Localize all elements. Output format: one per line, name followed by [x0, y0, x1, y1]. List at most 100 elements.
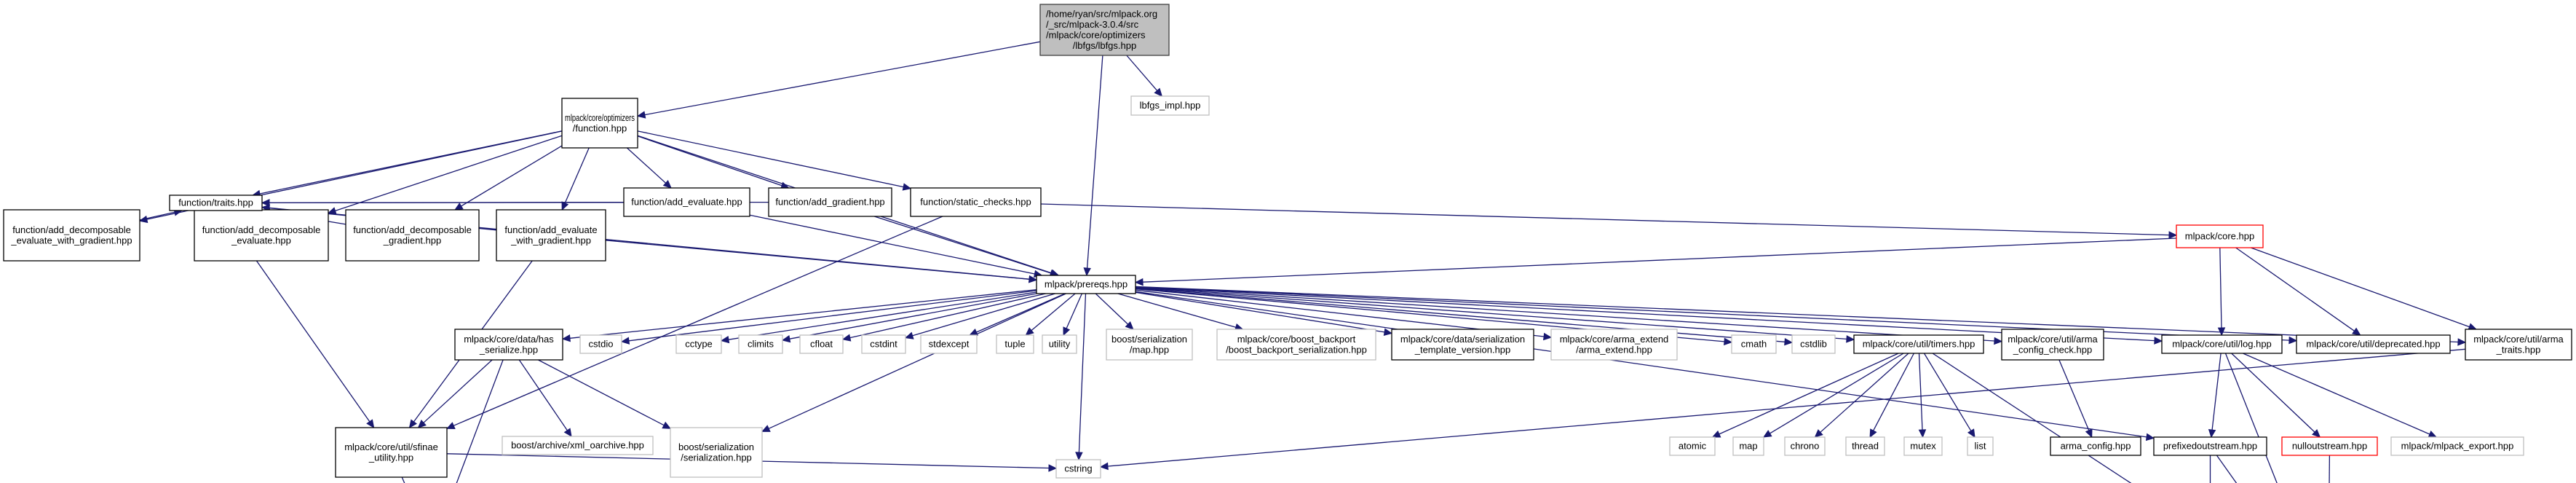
- node-deprecated[interactable]: mlpack/core/util/deprecated.hpp: [2296, 334, 2451, 354]
- node-add-dec-eval-grad[interactable]: function/add_decomposable_evaluate_with_…: [3, 209, 140, 262]
- node-arma-traits[interactable]: mlpack/core/util/arma_traits.hpp: [2465, 329, 2572, 361]
- node-label: _with_gradient.hpp: [510, 235, 591, 246]
- node-box: [1731, 334, 1777, 354]
- node-label: mlpack/core/util/arma: [2008, 334, 2098, 345]
- edge-timers-to-mutex: [1918, 353, 1923, 431]
- node-prefixedoutstream[interactable]: prefixedoutstream.hpp: [2153, 436, 2267, 456]
- node-box: [1039, 4, 1170, 56]
- node-log[interactable]: mlpack/core/util/log.hpp: [2161, 334, 2283, 354]
- node-arma-config-check[interactable]: mlpack/core/util/arma_config_check.hpp: [2001, 329, 2104, 361]
- arrowhead-icon: [453, 203, 464, 211]
- node-label: _gradient.hpp: [383, 235, 442, 246]
- arrowhead-icon: [720, 335, 730, 344]
- edge-sfinae-to-type_traits: [401, 476, 405, 483]
- edge-log-to-mlpack_export: [2243, 353, 2430, 435]
- edge-function-to-add_grad: [637, 136, 782, 186]
- edge-prereqs-to-ser_tmpl_ver: [1135, 291, 1385, 333]
- node-prereqs[interactable]: mlpack/prereqs.hpp: [1036, 275, 1136, 294]
- node-label: _template_version.hpp: [1414, 344, 1511, 355]
- edge-timers-to-chrono: [1820, 353, 1909, 433]
- node-label: mlpack/core/optimizers: [565, 112, 635, 123]
- node-static-checks[interactable]: function/static_checks.hpp: [910, 187, 1042, 217]
- edge-timers-to-thread: [1873, 353, 1914, 431]
- edge-has_serialize-to-boost_serialization: [538, 359, 665, 426]
- node-thread: thread: [1845, 436, 1885, 456]
- node-label: /_src/mlpack-3.0.4/src: [1046, 19, 1139, 30]
- node-sfinae[interactable]: mlpack/core/util/sfinae_utility.hpp: [335, 427, 448, 478]
- arrowhead-icon: [2288, 336, 2298, 345]
- arrowhead-icon: [563, 428, 572, 437]
- node-traits[interactable]: function/traits.hpp: [169, 195, 263, 211]
- node-box: [1784, 436, 1826, 456]
- node-box: [335, 427, 448, 478]
- edge-prereqs-to-stdexcept: [976, 293, 1066, 333]
- edge-function-to-traits: [259, 130, 563, 195]
- node-box: [1845, 436, 1885, 456]
- node-box: [1130, 95, 1210, 116]
- node-has-serialize[interactable]: mlpack/core/data/has_serialize.hpp: [454, 329, 563, 361]
- node-label: /serialization.hpp: [681, 452, 752, 463]
- edge-core-to-log: [2219, 247, 2222, 329]
- node-box: [454, 329, 563, 361]
- node-label: _config_check.hpp: [2013, 344, 2092, 355]
- node-label: tuple: [1004, 339, 1025, 350]
- edge-function-to-add_eval_grad: [564, 147, 590, 204]
- edge-static_checks-to-sfinae: [453, 216, 943, 426]
- arrowhead-icon: [620, 337, 630, 345]
- edge-prereqs-to-arma_config_check: [1135, 287, 1995, 342]
- node-label: stdexcept: [929, 339, 970, 350]
- edge-static_checks-to-core: [1040, 203, 2170, 236]
- edge-add_eval-to-prereqs: [749, 214, 1035, 275]
- arrowhead-icon: [662, 421, 672, 429]
- node-boost-backport: mlpack/core/boost_backport/boost_backpor…: [1216, 329, 1376, 361]
- node-nulloutstream[interactable]: nulloutstream.hpp: [2281, 436, 2378, 456]
- node-label: /function.hpp: [573, 122, 627, 133]
- edge-timers-to-string: [1932, 353, 2132, 483]
- arrowhead-icon: [1383, 328, 1393, 336]
- edge-root-to-lbfgs_impl: [1126, 55, 1158, 91]
- edge-prereqs-to-boost_map: [1095, 293, 1129, 325]
- node-core[interactable]: mlpack/core.hpp: [2176, 224, 2264, 248]
- edge-core-to-deprecated: [2235, 247, 2355, 331]
- node-box: [920, 334, 978, 354]
- node-cstdint: cstdint: [861, 334, 906, 354]
- node-box: [670, 427, 763, 478]
- arrowhead-icon: [1784, 337, 1794, 346]
- arrowhead-icon: [2208, 429, 2216, 439]
- node-add-grad[interactable]: function/add_gradient.hpp: [768, 187, 892, 217]
- node-lbfgs-impl: lbfgs_impl.hpp: [1130, 95, 1210, 116]
- arrowhead-icon: [1814, 429, 1823, 438]
- node-box: [1853, 334, 1984, 354]
- node-label: _evaluate_with_gradient.hpp: [10, 235, 132, 246]
- node-box: [169, 195, 263, 211]
- node-arma-extend: mlpack/core/arma_extend/arma_extend.hpp: [1550, 329, 1678, 361]
- node-label: mlpack/core/util/timers.hpp: [1863, 339, 1975, 350]
- node-add-eval-grad[interactable]: function/add_evaluate_with_gradient.hpp: [496, 209, 606, 262]
- node-timers[interactable]: mlpack/core/util/timers.hpp: [1853, 334, 1984, 354]
- node-function[interactable]: mlpack/core/optimizers/function.hpp: [561, 98, 638, 149]
- node-ser-tmpl-ver[interactable]: mlpack/core/data/serialization_template_…: [1391, 329, 1534, 361]
- arrowhead-icon: [1724, 337, 1733, 346]
- arrowhead-icon: [1846, 335, 1855, 343]
- node-add-eval[interactable]: function/add_evaluate.hpp: [623, 187, 750, 217]
- node-box: [579, 334, 622, 354]
- node-box: [561, 98, 638, 149]
- node-map: map: [1732, 436, 1764, 456]
- node-box: [2176, 224, 2264, 248]
- node-arma-config[interactable]: arma_config.hpp: [2050, 436, 2141, 456]
- node-box: [1791, 334, 1836, 354]
- node-cstdlib: cstdlib: [1791, 334, 1836, 354]
- node-box: [496, 209, 606, 262]
- node-add-dec-grad[interactable]: function/add_decomposable_gradient.hpp: [345, 209, 480, 262]
- node-add-dec-eval[interactable]: function/add_decomposable_evaluate.hpp: [194, 209, 329, 262]
- node-label: _serialize.hpp: [479, 344, 538, 355]
- node-box: [1669, 436, 1716, 456]
- arrowhead-icon: [761, 425, 771, 432]
- arrowhead-icon: [2457, 338, 2467, 346]
- edge-prereqs-to-arma_traits: [1135, 286, 2459, 343]
- arrowhead-icon: [1543, 332, 1553, 341]
- node-label: /home/ryan/src/mlpack.org: [1046, 8, 1157, 19]
- node-label: function/static_checks.hpp: [920, 197, 1031, 208]
- arrowhead-icon: [2145, 433, 2155, 441]
